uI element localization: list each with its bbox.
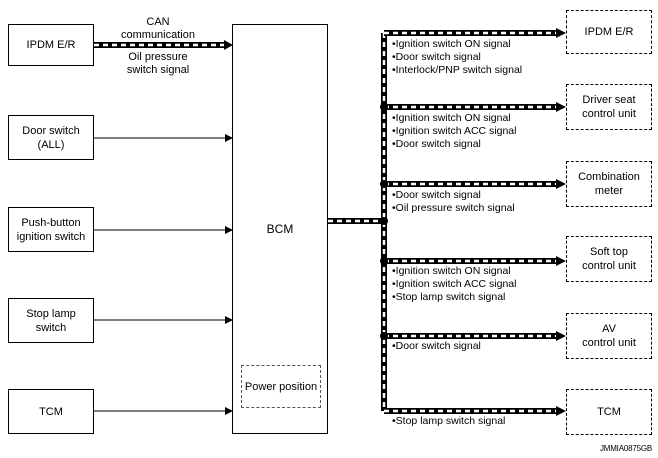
output-box-driver-seat: Driver seat control unit	[566, 84, 652, 130]
tcm-input-label: TCM	[39, 405, 63, 418]
stop-lamp-box: Stop lamp switch	[8, 298, 94, 343]
ipdm-input-label: IPDM E/R	[26, 39, 76, 51]
branch-soft-top	[380, 256, 566, 266]
ipdm-input-box: IPDM E/R	[8, 24, 94, 66]
can-link-input	[94, 40, 233, 50]
branch-combination-meter	[380, 179, 566, 189]
push-button-box: Push-button ignition switch	[8, 207, 94, 252]
signal-item: •Oil pressure switch signal	[392, 202, 515, 214]
output-box-tcm: TCM	[566, 389, 652, 435]
door-switch-label: Door switch (ALL)	[22, 124, 80, 151]
output-label-tcm: TCM	[597, 406, 621, 418]
signal-item: •Ignition switch ACC signal	[392, 125, 517, 137]
signal-item: •Door switch signal	[392, 340, 481, 352]
signals-soft-top: •Ignition switch ON signal •Ignition swi…	[392, 265, 516, 304]
tcm-input-box: TCM	[8, 389, 94, 434]
signal-item: •Stop lamp switch signal	[392, 291, 506, 303]
signals-driver-seat: •Ignition switch ON signal •Ignition swi…	[392, 112, 516, 151]
branch-ipdm	[384, 28, 566, 38]
output-box-soft-top: Soft top control unit	[566, 236, 652, 282]
signal-item: •Ignition switch ON signal	[392, 265, 511, 277]
output-box-combination-meter: Combination meter	[566, 161, 652, 207]
output-label-ipdm: IPDM E/R	[584, 26, 634, 38]
signals-ipdm: •Ignition switch ON signal •Door switch …	[392, 38, 522, 77]
signals-combination-meter: •Door switch signal •Oil pressure switch…	[392, 189, 515, 215]
figure-code: JMMIA0875GB	[599, 444, 652, 453]
signal-item: •Ignition switch ON signal	[392, 38, 511, 50]
stop-lamp-label: Stop lamp switch	[26, 307, 76, 334]
signal-item: •Interlock/PNP switch signal	[392, 64, 523, 76]
power-position-box: Power position	[241, 365, 321, 408]
signal-item: •Ignition switch ON signal	[392, 112, 511, 124]
signal-item: •Stop lamp switch signal	[392, 415, 506, 427]
branch-driver-seat	[380, 102, 566, 112]
output-label-soft-top: Soft top control unit	[582, 246, 636, 272]
power-position-label: Power position	[244, 380, 318, 393]
door-switch-box: Door switch (ALL)	[8, 115, 94, 160]
output-box-av: AV control unit	[566, 313, 652, 359]
push-button-label: Push-button ignition switch	[16, 216, 86, 243]
signal-item: •Door switch signal	[392, 189, 481, 201]
signals-tcm: •Stop lamp switch signal	[392, 415, 505, 428]
output-box-ipdm: IPDM E/R	[566, 10, 652, 54]
signal-item: •Door switch signal	[392, 51, 481, 63]
output-label-combination-meter: Combination meter	[578, 171, 640, 197]
output-label-av: AV control unit	[582, 323, 636, 349]
bcm-label: BCM	[266, 222, 294, 236]
can-bus-output	[328, 33, 387, 411]
signal-item: •Door switch signal	[392, 138, 481, 150]
branch-av	[380, 331, 566, 341]
branch-tcm	[384, 406, 566, 416]
signal-item: •Ignition switch ACC signal	[392, 278, 517, 290]
can-communication-label: CAN communication	[121, 16, 195, 41]
signals-av: •Door switch signal	[392, 340, 481, 353]
oil-pressure-label: Oil pressure switch signal	[126, 51, 190, 76]
output-label-driver-seat: Driver seat control unit	[582, 94, 636, 120]
